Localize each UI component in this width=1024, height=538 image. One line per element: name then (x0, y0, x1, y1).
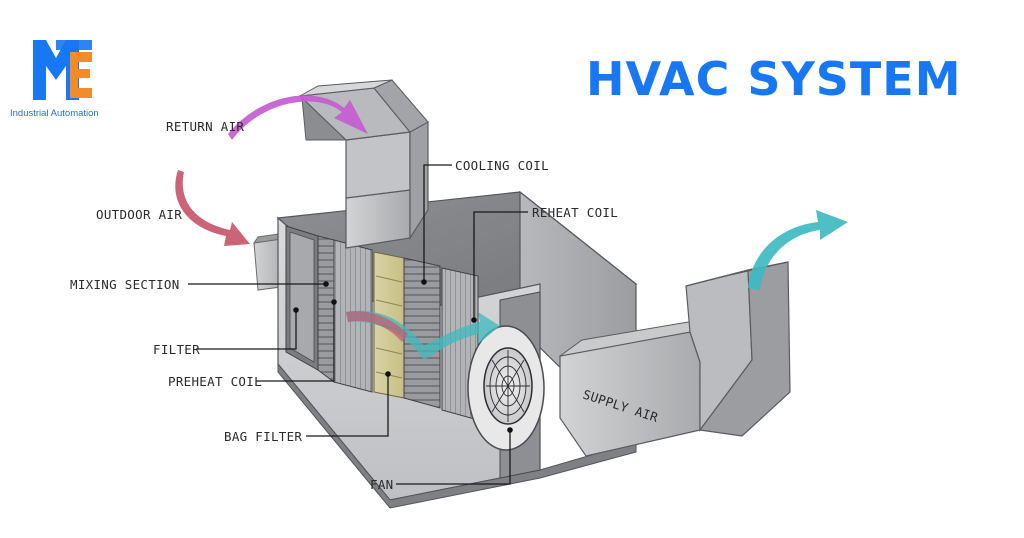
label-preheat-coil: PREHEAT COIL (168, 374, 262, 389)
label-filter: FILTER (153, 342, 200, 357)
supply-air-arrow (748, 210, 848, 290)
label-outdoor-air: OUTDOOR AIR (96, 207, 182, 222)
supply-air-duct (559, 261, 791, 457)
label-bag-filter: BAG FILTER (224, 429, 302, 444)
label-return-air: RETURN AIR (166, 119, 244, 134)
cooling-coil-panel (403, 257, 441, 409)
internal-airflow-arrow (346, 310, 500, 360)
label-mixing-section: MIXING SECTION (70, 277, 180, 292)
filter-panel (317, 235, 335, 383)
return-air-arrow (228, 95, 368, 140)
label-cooling-coil: COOLING COIL (455, 158, 549, 173)
page-title: HVAC SYSTEM (586, 52, 962, 106)
label-fan: FAN (370, 477, 393, 492)
brand-tagline: Industrial Automation (10, 108, 99, 119)
label-reheat-coil: REHEAT COIL (532, 205, 618, 220)
leader-lines (188, 164, 528, 485)
logo (33, 40, 92, 100)
outdoor-air-arrow (175, 170, 250, 246)
